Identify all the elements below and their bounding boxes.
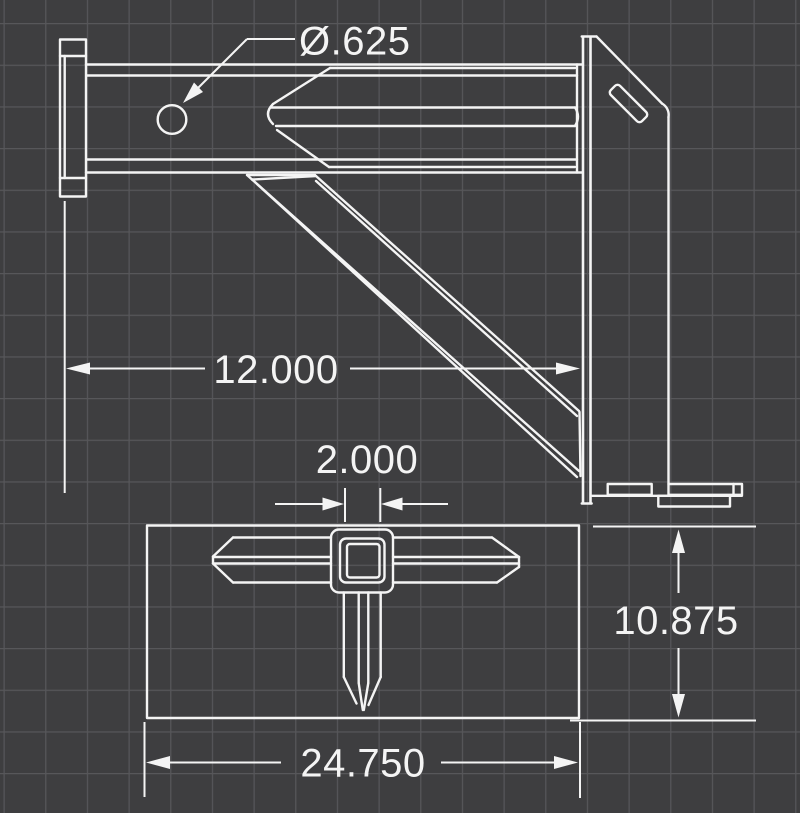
dim-label-base-width: 24.750 xyxy=(300,742,425,786)
dim-label-base-depth: 10.875 xyxy=(613,599,738,643)
ground-blade xyxy=(342,591,382,712)
side-view xyxy=(58,35,744,508)
dim-label-receiver-opening: 2.000 xyxy=(316,438,419,482)
hole-leader-arrow xyxy=(183,38,295,103)
flange xyxy=(58,38,88,198)
hitch-bar xyxy=(266,66,580,169)
cross-tube xyxy=(211,536,521,584)
dimensions: Ø.625 12.000 2.000 1 xyxy=(63,20,756,798)
dim-base-depth: 10.875 xyxy=(570,525,756,722)
bottom-view xyxy=(145,524,581,720)
mounting-feet xyxy=(590,482,744,508)
dim-receiver-opening: 2.000 xyxy=(275,438,448,522)
bolt-hole xyxy=(156,103,188,135)
dim-base-width: 24.750 xyxy=(143,722,581,798)
dim-label-receiver-length: 12.000 xyxy=(213,348,338,392)
receiver-tube xyxy=(84,63,584,174)
gusset-brace xyxy=(245,173,582,479)
receiver-collar xyxy=(329,528,395,594)
dim-label-hole-diameter: Ø.625 xyxy=(299,20,410,64)
upright-plate xyxy=(580,35,670,505)
dim-receiver-length: 12.000 xyxy=(63,201,580,493)
base-plate-outline xyxy=(145,524,581,720)
hand-slot xyxy=(608,83,649,124)
